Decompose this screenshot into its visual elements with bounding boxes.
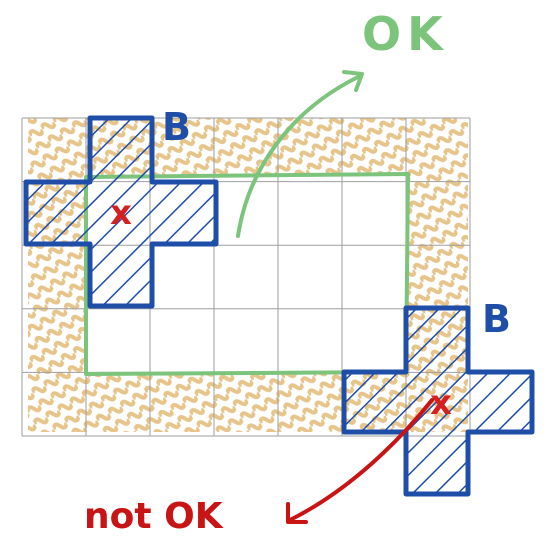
cross-mark-inside: x: [110, 193, 132, 233]
plus-shape-inside: x B: [23, 105, 219, 309]
not-ok-label: not OK: [84, 496, 224, 537]
ok-arrow: [236, 70, 364, 238]
shape-label-b-top: B: [162, 105, 191, 149]
shape-label-b-bottom: B: [482, 297, 511, 341]
cross-mark-outside: x: [430, 383, 452, 423]
ok-label: OK: [362, 7, 449, 61]
not-ok-arrow: [286, 398, 434, 524]
plus-shape-outside: x B: [341, 297, 535, 497]
